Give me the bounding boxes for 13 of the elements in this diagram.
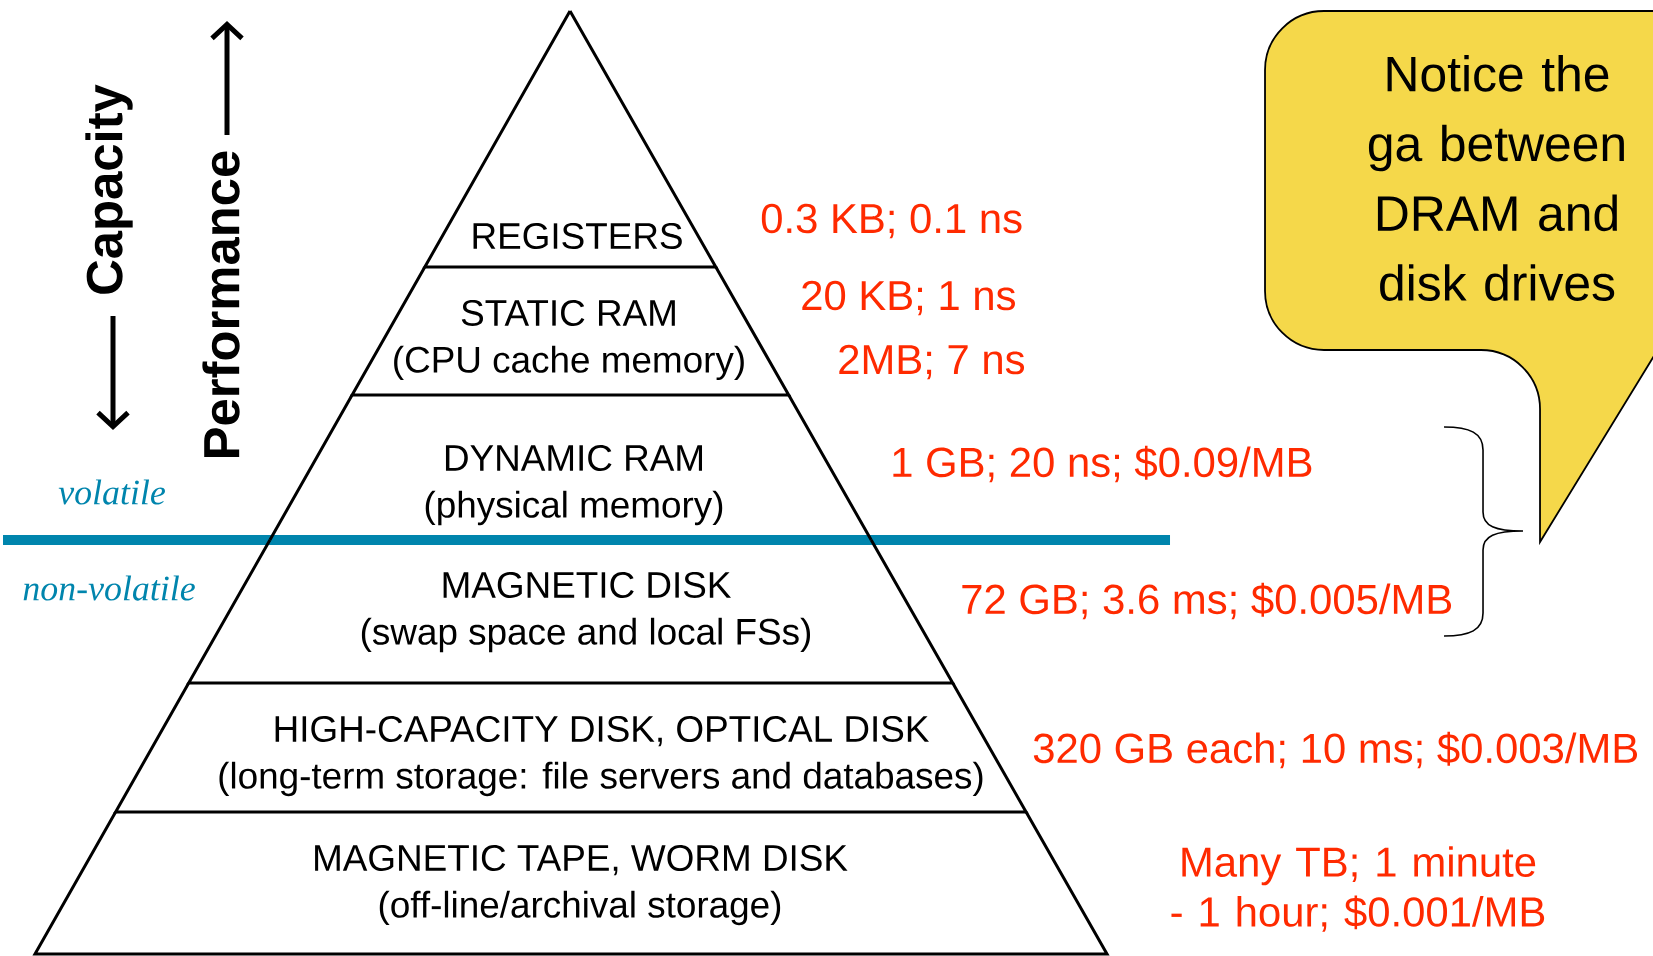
- axis-label: Performance: [202, 151, 240, 457]
- spec-label: Many TB; 1 minute - 1 hour; $0.001/MB: [1171, 846, 1545, 932]
- spec-label: 2MB; 7 ns: [839, 344, 1025, 380]
- spec-label: 0.3 KB; 0.1 ns: [761, 203, 1022, 239]
- spec-label: 72 GB; 3.6 ms; $0.005/MB: [962, 582, 1452, 620]
- pyramid-tier: MAGNETIC TAPE, WORM DISK (off-line/archival storage): [32, 811, 1110, 956]
- axis-label: Capacity: [85, 84, 133, 294]
- spec-label: 320 GB each; 10 ms; $0.003/MB: [1033, 731, 1638, 769]
- spec-label: 20 KB; 1 ns: [802, 280, 1015, 316]
- region-label: volatile: [58, 479, 165, 505]
- pyramid-tier: STATIC RAM (CPU cache memory): [349, 266, 792, 397]
- pyramid-tier: DYNAMIC RAM (physical memory): [268, 393, 873, 542]
- pyramid-tier: HIGH-CAPACITY DISK, OPTICAL DISK (long-term storage: file servers and databases): [113, 682, 1029, 814]
